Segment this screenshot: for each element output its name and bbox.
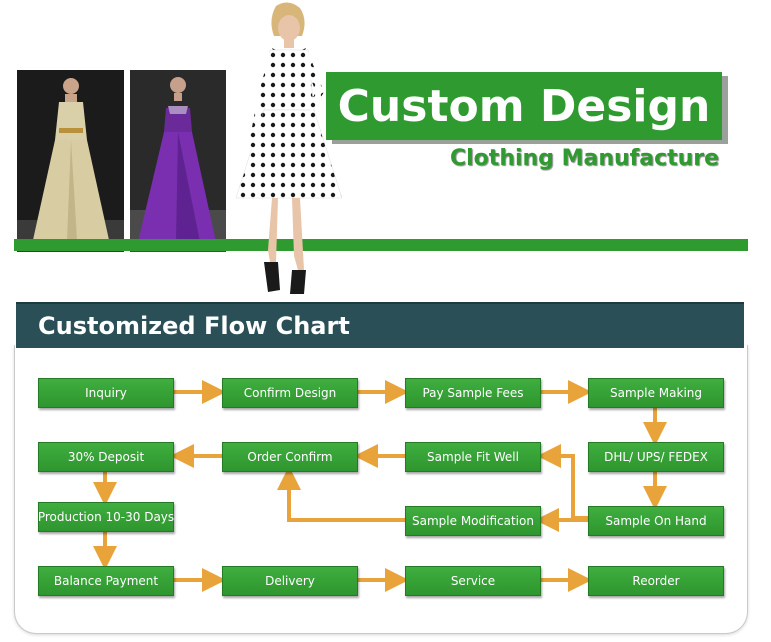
flow-chart-title: Customized Flow Chart bbox=[38, 312, 350, 340]
model-polka-dot-dress bbox=[228, 0, 348, 296]
page-subtitle: Clothing Manufacture bbox=[450, 146, 720, 171]
flow-node-sample-making: Sample Making bbox=[588, 378, 724, 408]
flow-node-order-confirm: Order Confirm bbox=[222, 442, 358, 472]
flow-node-delivery: Delivery bbox=[222, 566, 358, 596]
flow-node-sample-fit-well: Sample Fit Well bbox=[405, 442, 541, 472]
title-banner: Custom Design bbox=[326, 72, 722, 140]
flow-node-reorder: Reorder bbox=[588, 566, 724, 596]
flow-arrow-sample-modification-to-order-confirm bbox=[277, 466, 405, 522]
banner-green-bar bbox=[14, 239, 748, 251]
flow-arrow-sample-on-hand-to-sample-fit-well bbox=[537, 444, 588, 520]
flow-node-sample-modification: Sample Modification bbox=[405, 506, 541, 536]
flow-node-pay-sample-fees: Pay Sample Fees bbox=[405, 378, 541, 408]
flow-node-shipping: DHL/ UPS/ FEDEX bbox=[588, 442, 724, 472]
page-title: Custom Design bbox=[337, 80, 711, 132]
flow-node-sample-on-hand: Sample On Hand bbox=[588, 506, 724, 536]
flow-node-balance-payment: Balance Payment bbox=[38, 566, 174, 596]
flow-node-inquiry: Inquiry bbox=[38, 378, 174, 408]
flow-node-deposit: 30% Deposit bbox=[38, 442, 174, 472]
flow-node-confirm-design: Confirm Design bbox=[222, 378, 358, 408]
flow-node-service: Service bbox=[405, 566, 541, 596]
runway-photo-champagne-gown bbox=[17, 70, 124, 252]
flow-node-production: Production 10-30 Days bbox=[38, 502, 174, 532]
flow-chart-header: Customized Flow Chart bbox=[16, 302, 744, 348]
